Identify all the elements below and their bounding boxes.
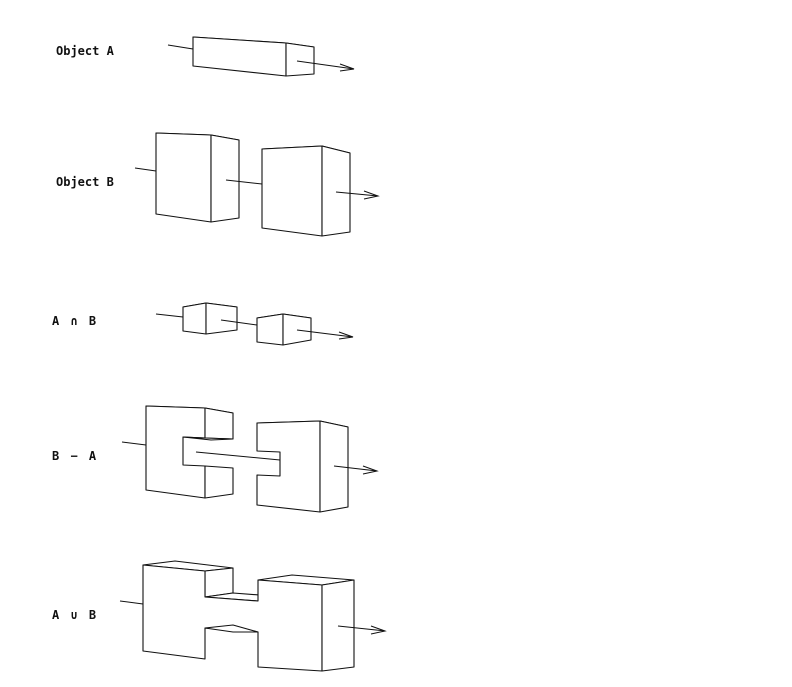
intersection-solid [156,303,353,345]
object-a-solid [168,37,354,76]
difference-solid [122,406,377,512]
union-solid [120,561,385,671]
object-b-solid [135,133,378,236]
